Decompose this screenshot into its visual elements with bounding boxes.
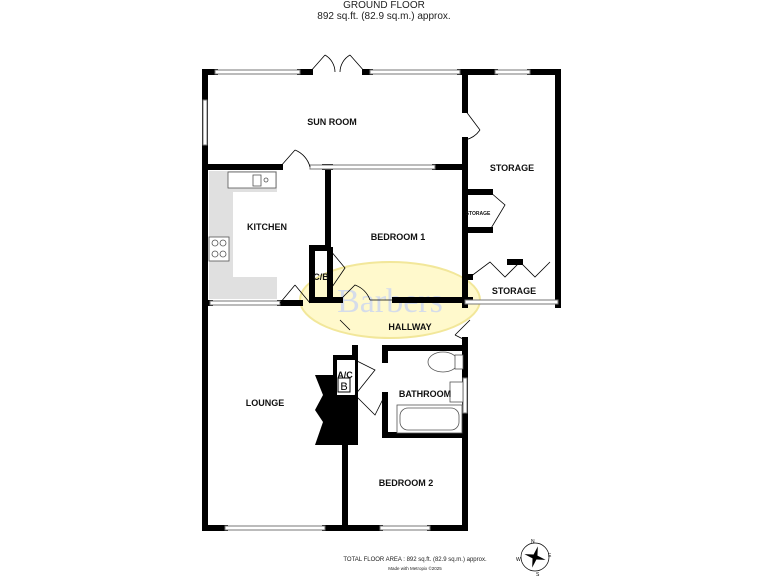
floor-title: GROUND FLOOR xyxy=(343,0,425,11)
kitchen-counter xyxy=(209,171,277,299)
room-lounge: LOUNGE xyxy=(246,398,285,408)
total-floor-area: TOTAL FLOOR AREA : 892 sq.ft. (82.9 sq.m… xyxy=(343,557,487,563)
label-boiler: B xyxy=(340,381,347,393)
room-bedroom-1: BEDROOM 1 xyxy=(371,232,426,242)
sink-icon xyxy=(227,171,277,189)
room-storage-small: STORAGE xyxy=(466,211,491,217)
room-hallway: HALLWAY xyxy=(388,322,431,332)
room-storage: STORAGE xyxy=(490,163,534,173)
hob-icon xyxy=(208,236,230,262)
svg-text:W: W xyxy=(516,557,521,563)
room-storage-bottom: STORAGE xyxy=(492,286,536,296)
room-cb: C/B xyxy=(313,272,329,282)
basin-icon xyxy=(449,381,464,403)
svg-text:N: N xyxy=(531,539,535,545)
windows[interactable] xyxy=(202,69,559,531)
label-ac: A/C xyxy=(337,370,353,380)
toilet-icon xyxy=(427,351,464,373)
doors[interactable] xyxy=(279,54,551,416)
room-kitchen: KITCHEN xyxy=(247,222,287,232)
credit: Made with Metropix ©2025 xyxy=(388,566,442,571)
room-bathroom: BATHROOM xyxy=(399,389,451,399)
boiler-box xyxy=(337,377,351,393)
svg-text:S: S xyxy=(536,572,540,576)
svg-text:E: E xyxy=(548,553,552,559)
room-sun-room: SUN ROOM xyxy=(307,117,357,127)
floor-area: 892 sq.ft. (82.9 sq.m.) approx. xyxy=(317,11,451,22)
walls xyxy=(202,69,561,531)
room-bedroom-2: BEDROOM 2 xyxy=(379,478,434,488)
bath-icon xyxy=(396,404,463,434)
compass-icon: N E S W xyxy=(516,539,552,576)
